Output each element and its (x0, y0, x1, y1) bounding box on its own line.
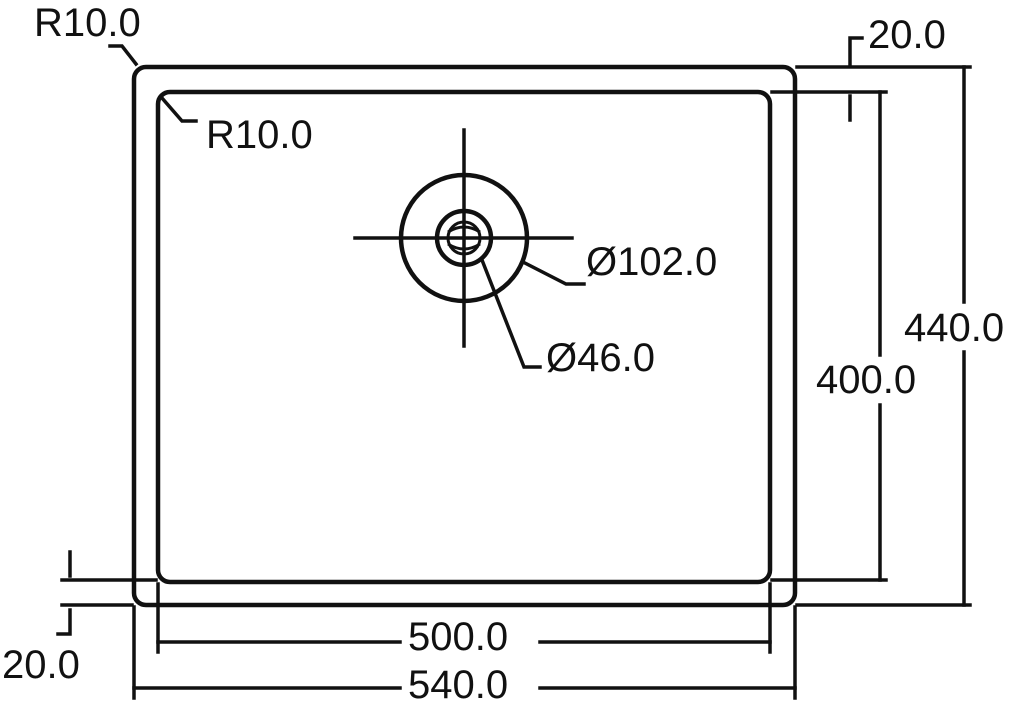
outer-rim-outline (131, 64, 798, 608)
inner-width-dimension: 500.0 (156, 582, 772, 659)
outer-radius-leader (108, 44, 139, 67)
drain-outer-diameter-leader (520, 259, 586, 286)
inner-radius-label: R10.0 (206, 113, 313, 157)
drain-inner-diameter-label: Ø46.0 (546, 336, 655, 380)
drain-outer-diameter-label: Ø102.0 (586, 240, 717, 284)
bottom-rim-label: 20.0 (2, 643, 80, 687)
outer-height-dimension: 440.0 (795, 65, 1004, 607)
bottom-rim-dimension-mark (56, 608, 72, 636)
inner-width-label: 500.0 (408, 615, 508, 659)
outer-width-dimension: 540.0 (132, 605, 797, 704)
inner-radius-leader (159, 95, 198, 123)
outer-radius-label: R10.0 (34, 1, 141, 45)
top-rim-label: 20.0 (868, 13, 946, 57)
inner-height-label: 400.0 (816, 358, 916, 402)
inner-height-dimension: 400.0 (770, 90, 916, 582)
outer-width-label: 540.0 (408, 663, 508, 704)
drain (353, 128, 574, 348)
top-rim-dimension-mark (848, 36, 864, 68)
drain-inner-diameter-leader (479, 257, 542, 369)
bottom-rim-dimension: 20.0 (2, 550, 158, 687)
outer-height-label: 440.0 (904, 306, 1004, 350)
inner-bowl-outline (155, 89, 773, 585)
top-rim-dimension: 20.0 (770, 13, 972, 122)
